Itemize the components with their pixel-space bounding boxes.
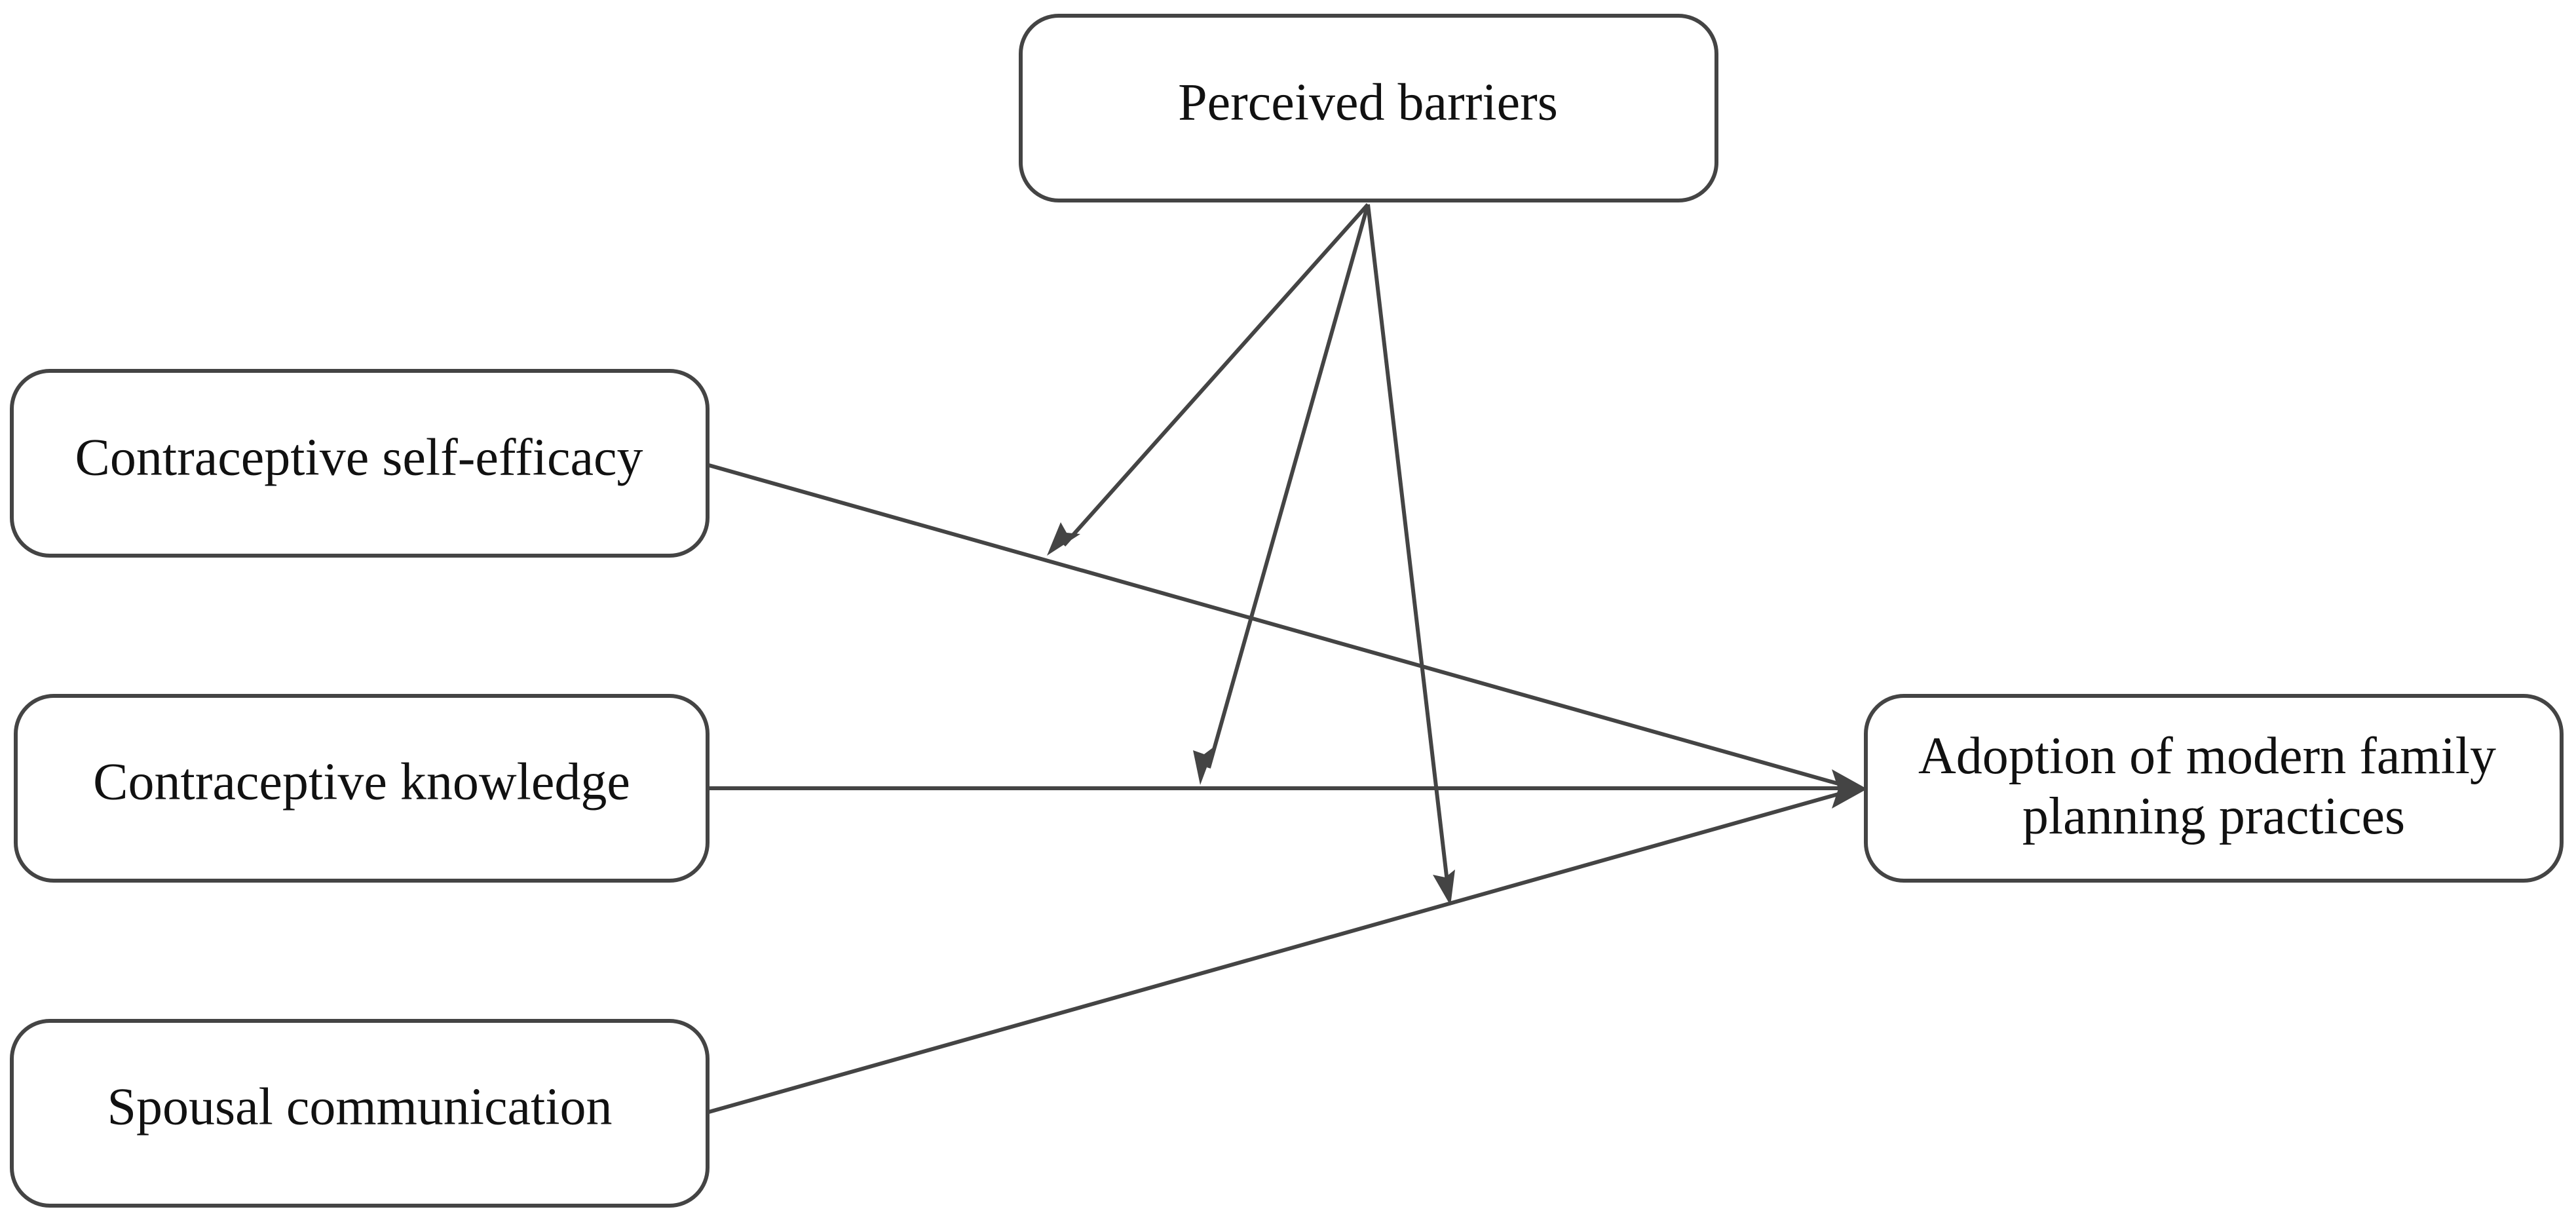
edge-barriers-to-spousal-path bbox=[1366, 204, 1450, 888]
node-box bbox=[1019, 14, 1718, 202]
node-adoption-modern-family-planning: Adoption of modern family planning pract… bbox=[1864, 694, 2564, 883]
node-spousal-communication: Spousal communication bbox=[10, 1019, 710, 1208]
node-label: Perceived barriers bbox=[1178, 73, 1558, 131]
node-label-multiline: Adoption of modern family planning pract… bbox=[1918, 727, 2509, 845]
arrowhead-spousal-path bbox=[1433, 870, 1455, 906]
node-label: Contraceptive self-efficacy bbox=[75, 429, 643, 486]
node-box bbox=[10, 1019, 710, 1208]
node-contraceptive-knowledge: Contraceptive knowledge bbox=[14, 694, 710, 883]
node-label: Spousal communication bbox=[107, 1078, 612, 1136]
edge-barriers-to-self-efficacy-path bbox=[1062, 203, 1370, 546]
node-label: Contraceptive knowledge bbox=[93, 753, 630, 811]
edge-spousal-to-adoption bbox=[708, 790, 1848, 1114]
node-contraceptive-self-efficacy: Contraceptive self-efficacy bbox=[10, 369, 710, 558]
arrowhead-knowledge-path bbox=[1193, 746, 1215, 785]
node-box bbox=[14, 694, 710, 883]
node-perceived-barriers: Perceived barriers bbox=[1019, 14, 1718, 202]
arrowhead-adoption bbox=[1832, 769, 1867, 809]
node-box bbox=[1864, 694, 2564, 883]
node-label-line-2: planning practices bbox=[2022, 788, 2405, 845]
node-label-line-1: Adoption of modern family bbox=[1918, 727, 2496, 785]
edge-self-efficacy-to-adoption bbox=[708, 463, 1848, 788]
arrowhead-self-efficacy-path bbox=[1047, 522, 1080, 556]
edge-barriers-to-knowledge-path bbox=[1207, 204, 1370, 769]
node-box bbox=[10, 369, 710, 558]
